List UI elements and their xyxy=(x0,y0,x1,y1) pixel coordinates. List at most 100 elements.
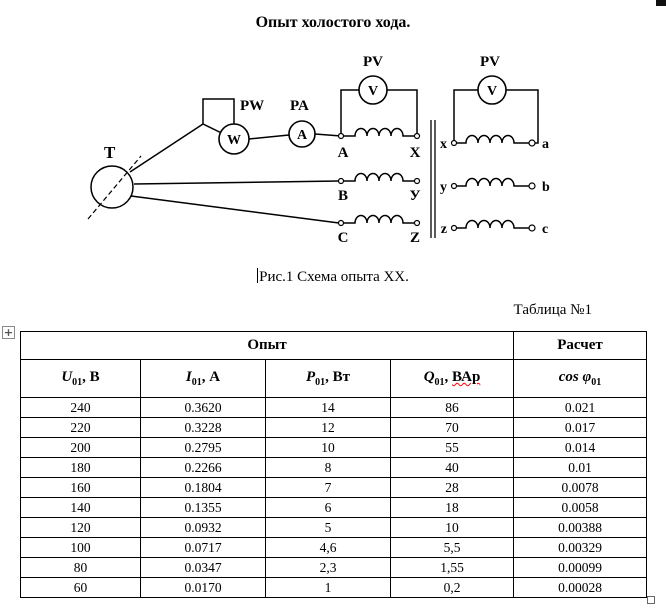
terminal-label-X: X xyxy=(410,145,421,161)
terminal-c xyxy=(528,224,536,232)
terminal-Y xyxy=(413,177,421,185)
wattmeter-voltage-loop xyxy=(202,98,235,124)
table-row: 200 0.2795 10 55 0.014 xyxy=(20,437,648,458)
col-unit: , А xyxy=(201,369,221,385)
col-symbol: Q xyxy=(423,369,435,385)
table-move-handle-icon[interactable]: + xyxy=(2,326,15,339)
col-subscript: 01 xyxy=(72,377,83,388)
table-cell: 0.021 xyxy=(513,397,648,418)
source-dashed-axis xyxy=(87,155,142,220)
table-row: 80 0.0347 2,3 1,55 0.00099 xyxy=(20,557,648,578)
table-cell: 80 xyxy=(20,557,141,578)
column-header-row: U01, В I01, А P01, Вт Q01, ВАр cos φ01 xyxy=(20,359,648,398)
page-title: Опыт холостого хода. xyxy=(255,14,411,31)
col-subscript: 01 xyxy=(591,377,602,388)
pv2-left-lead xyxy=(453,89,478,141)
table-cell: 10 xyxy=(389,517,515,538)
table-cell: 0.014 xyxy=(513,437,648,458)
table-cell: 0.0170 xyxy=(140,577,266,598)
voltmeter-secondary-label: PV xyxy=(480,54,500,70)
table-cell: 240 xyxy=(20,397,141,418)
terminal-X xyxy=(413,132,421,140)
table-cell: 0.1804 xyxy=(140,477,266,498)
table-cell: 0.017 xyxy=(513,417,648,438)
table-row: 160 0.1804 7 28 0.0078 xyxy=(20,477,648,498)
table-cell: 28 xyxy=(389,477,515,498)
col-subscript: 01 xyxy=(191,377,202,388)
col-subscript: 01 xyxy=(315,377,326,388)
table-cell: 0.0717 xyxy=(140,537,266,558)
table-cell: 0.01 xyxy=(513,457,648,478)
terminal-label-C: C xyxy=(338,230,349,246)
voltmeter-primary-label: PV xyxy=(363,54,383,70)
table-cell: 8 xyxy=(265,457,391,478)
table-cell: 86 xyxy=(389,397,515,418)
group-header-calculation: Расчет xyxy=(513,331,648,360)
table-row: 60 0.0170 1 0,2 0.00028 xyxy=(20,577,648,598)
wire-bottom xyxy=(130,195,340,224)
table-cell: 7 xyxy=(265,477,391,498)
terminal-x xyxy=(450,139,458,147)
table-cell: 40 xyxy=(389,457,515,478)
terminal-label-Z: Z xyxy=(410,230,420,246)
pv2-right-lead xyxy=(506,89,539,144)
figure-caption: Рис.1 Схема опыта XX. xyxy=(0,268,666,288)
primary-winding-cz xyxy=(343,214,415,224)
primary-winding-ax xyxy=(343,127,415,137)
table-cell: 0.2795 xyxy=(140,437,266,458)
secondary-winding-yb xyxy=(456,177,529,187)
table-cell: 18 xyxy=(389,497,515,518)
col-symbol: P xyxy=(305,369,316,385)
table-cell: 0.2266 xyxy=(140,457,266,478)
table-cell: 140 xyxy=(20,497,141,518)
table-cell: 0.00099 xyxy=(513,557,648,578)
wire-top xyxy=(129,123,221,173)
column-header-p01: P01, Вт xyxy=(265,359,391,398)
figure-caption-text: Рис.1 Схема опыта XX. xyxy=(259,269,409,285)
table-cell: 5,5 xyxy=(389,537,515,558)
table-cell: 1 xyxy=(265,577,391,598)
table-cell: 55 xyxy=(389,437,515,458)
voltmeter-secondary-symbol: V xyxy=(487,84,497,99)
table-row: 140 0.1355 6 18 0.0058 xyxy=(20,497,648,518)
table-cell: 0.3228 xyxy=(140,417,266,438)
table-cell: 5 xyxy=(265,517,391,538)
terminal-z xyxy=(450,224,458,232)
terminal-label-B: B xyxy=(338,188,348,204)
table-cell: 0.0058 xyxy=(513,497,648,518)
terminal-label-Y: У xyxy=(409,188,420,204)
table-resize-handle-icon[interactable] xyxy=(647,596,655,604)
terminal-label-z: z xyxy=(441,222,447,237)
column-header-u01: U01, В xyxy=(20,359,141,398)
table-cell: 0.00028 xyxy=(513,577,648,598)
source-label: T xyxy=(104,143,116,162)
source-circle xyxy=(90,165,134,209)
table-cell: 6 xyxy=(265,497,391,518)
column-header-q01: Q01, ВАр xyxy=(389,359,515,398)
primary-winding-by xyxy=(343,172,415,182)
table-cell: 0.0932 xyxy=(140,517,266,538)
table-cell: 0.0078 xyxy=(513,477,648,498)
table-row: 100 0.0717 4,6 5,5 0.00329 xyxy=(20,537,648,558)
secondary-winding-xa xyxy=(456,134,529,144)
col-unit-misspelled: ВАр xyxy=(452,369,481,385)
table-cell: 0,2 xyxy=(389,577,515,598)
terminal-C xyxy=(337,219,345,227)
terminal-b xyxy=(528,182,536,190)
col-symbol: cos φ xyxy=(558,369,592,385)
group-header-experiment: Опыт xyxy=(19,331,515,360)
col-symbol: I xyxy=(185,369,192,385)
corner-mark xyxy=(656,0,666,6)
table-cell: 100 xyxy=(20,537,141,558)
ammeter-symbol: A xyxy=(297,128,308,143)
col-unit: , В xyxy=(82,369,100,385)
terminal-y xyxy=(450,182,458,190)
col-subscript: 01 xyxy=(434,377,445,388)
text-cursor xyxy=(257,268,259,283)
terminal-B xyxy=(337,177,345,185)
table-cell: 4,6 xyxy=(265,537,391,558)
table-cell: 1,55 xyxy=(389,557,515,578)
table-row: 180 0.2266 8 40 0.01 xyxy=(20,457,648,478)
wire-w-to-a xyxy=(248,134,290,140)
terminal-label-A: A xyxy=(338,145,349,161)
